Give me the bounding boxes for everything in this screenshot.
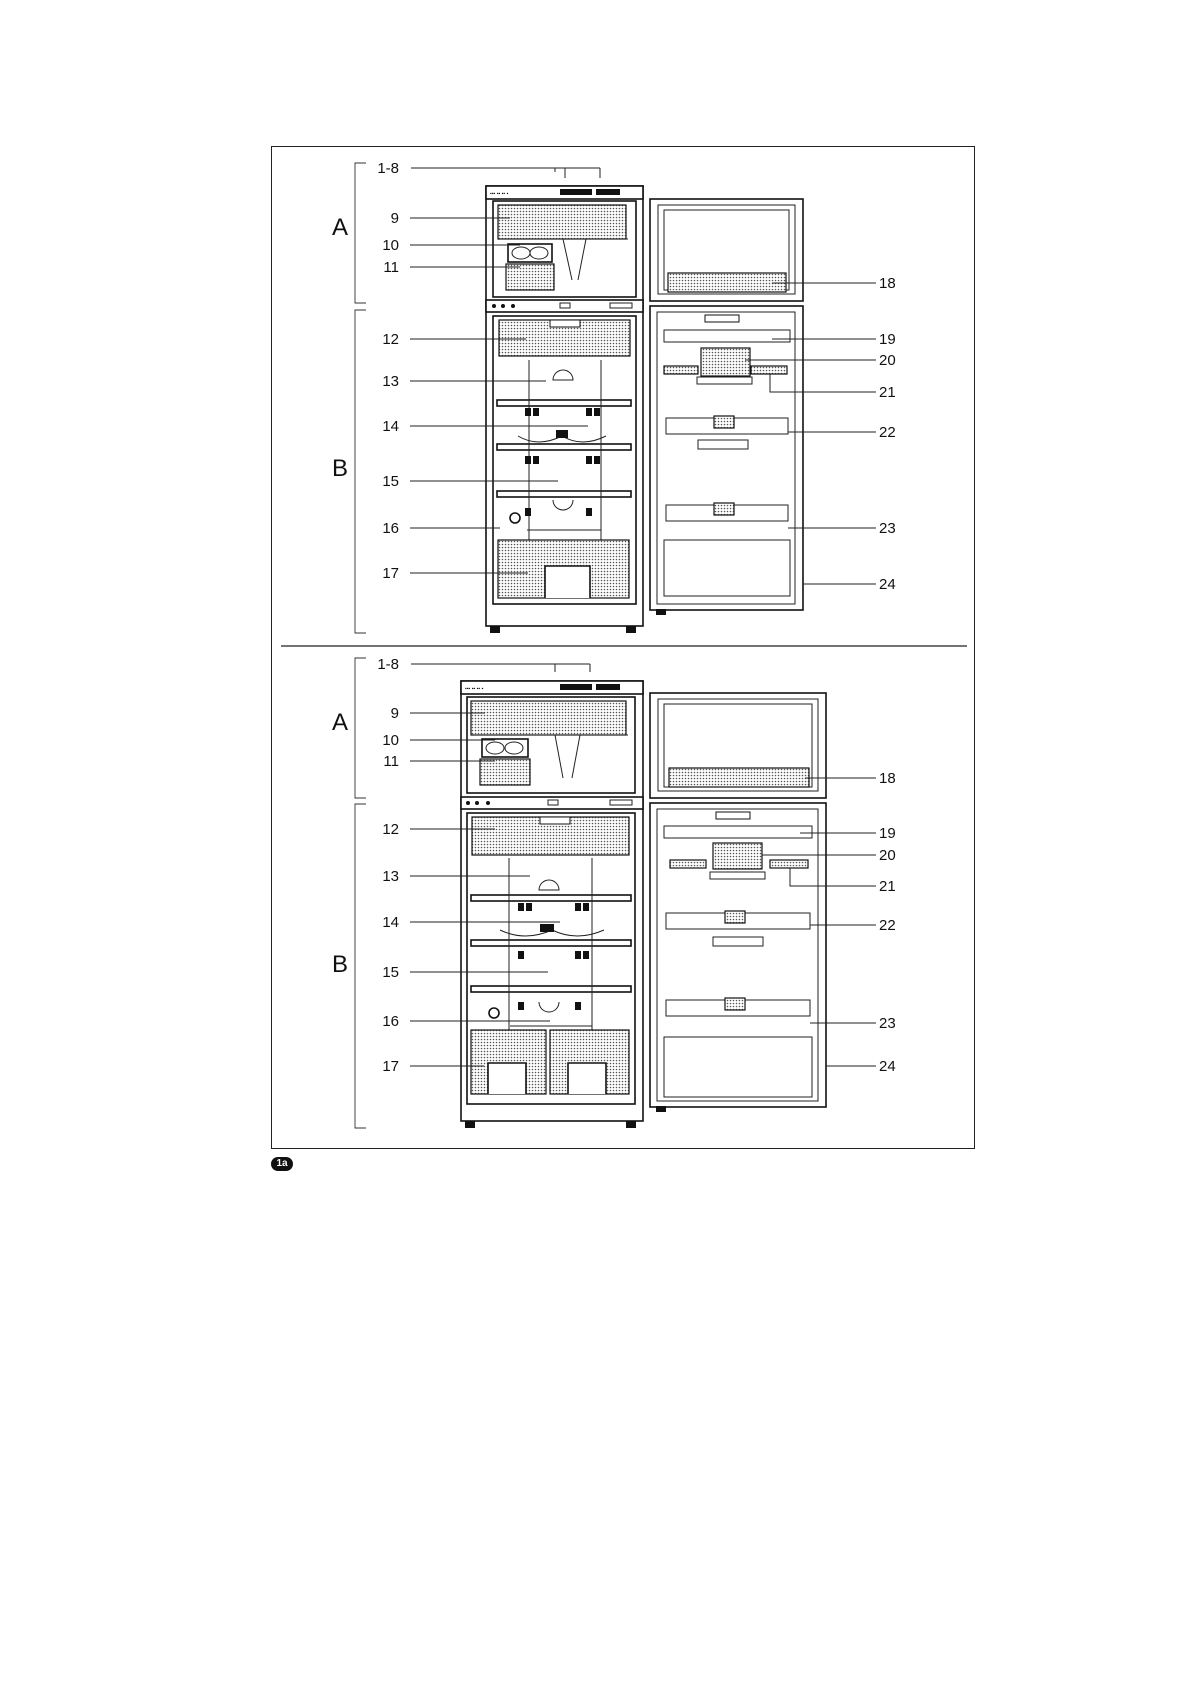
callout-label: 22 [879, 424, 896, 441]
section-bracket-a [354, 162, 366, 304]
callout-label: 23 [879, 520, 896, 537]
section-label-b: B [332, 951, 348, 978]
callout-label: 13 [382, 373, 399, 390]
panel-1: A B ▪▪▪ ▪▪ ▪▪ ▪ [332, 160, 896, 634]
callout-label: 10 [382, 237, 399, 254]
callout-label: 13 [382, 868, 399, 885]
callout-label: 18 [879, 770, 896, 787]
callout-label: 18 [879, 275, 896, 292]
callout-label: 9 [391, 705, 399, 722]
callout-label: 17 [382, 1058, 399, 1075]
callout-label: 12 [382, 331, 399, 348]
fridge-body: ▪▪▪ ▪▪ ▪▪ ▪ [485, 185, 644, 633]
callout-label: 1-8 [377, 656, 399, 673]
callout-label: 17 [382, 565, 399, 582]
svg-text:▪▪▪ ▪▪ ▪▪ ▪: ▪▪▪ ▪▪ ▪▪ ▪ [465, 686, 484, 692]
callout-label: 20 [879, 352, 896, 369]
callout-label: 15 [382, 473, 399, 490]
callouts-right [745, 282, 876, 585]
callout-label: 19 [879, 825, 896, 842]
callout-label: 11 [383, 753, 399, 770]
section-label-b: B [332, 455, 348, 482]
callout-label: 9 [391, 210, 399, 227]
callout-label: 12 [382, 821, 399, 838]
door-group [649, 692, 827, 1112]
callout-label: 20 [879, 847, 896, 864]
section-label-a: A [332, 214, 348, 241]
fridge-body: ▪▪▪ ▪▪ ▪▪ ▪ [460, 680, 644, 1128]
callout-label: 15 [382, 964, 399, 981]
callout-label: 21 [879, 384, 896, 401]
callouts-left [410, 167, 601, 574]
callouts-right [762, 777, 876, 1067]
callout-label: 24 [879, 1058, 896, 1075]
section-label-a: A [332, 709, 348, 736]
callout-label: 21 [879, 878, 896, 895]
callout-label: 19 [879, 331, 896, 348]
section-bracket-b [354, 803, 366, 1129]
callouts-left [410, 663, 591, 1067]
door-group [649, 198, 804, 615]
callout-label: 16 [382, 1013, 399, 1030]
callout-label: 24 [879, 576, 896, 593]
panel-2: A B ▪▪▪ ▪▪ ▪▪ ▪ [332, 656, 896, 1129]
callout-label: 14 [382, 418, 399, 435]
callout-label: 11 [383, 259, 399, 276]
section-bracket-a [354, 657, 366, 799]
callout-label: 1-8 [377, 160, 399, 177]
callout-label: 16 [382, 520, 399, 537]
figure-badge: 1a [271, 1157, 293, 1171]
callout-label: 23 [879, 1015, 896, 1032]
svg-text:▪▪▪ ▪▪ ▪▪ ▪: ▪▪▪ ▪▪ ▪▪ ▪ [490, 191, 509, 197]
callout-label: 22 [879, 917, 896, 934]
callout-label: 10 [382, 732, 399, 749]
callout-label: 14 [382, 914, 399, 931]
figure-frame [271, 146, 975, 1149]
section-bracket-b [354, 309, 366, 634]
